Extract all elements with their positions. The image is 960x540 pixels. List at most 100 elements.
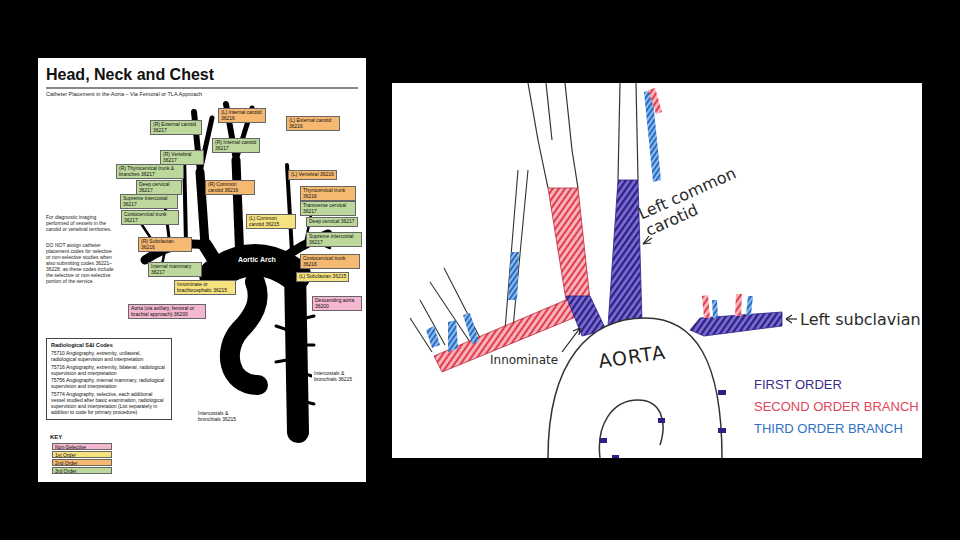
vessel-label: Deep cervical 36217 [139,182,179,193]
leader-arrow-part [562,328,580,352]
vessel-label: Costocervical trunk 36216 [303,256,357,267]
aorta-drawing-part [448,320,458,352]
code-box: Supreme intercostal 36217 [120,194,178,209]
vessel-label: (L) Common carotid 36215 [249,216,293,227]
vessel-tree-part [276,326,288,330]
chart-title: Head, Neck and Chest [46,66,214,84]
code-box: Thyrocervical trunk 36216 [300,186,356,201]
aorta-drawing-part [548,318,722,458]
code-box: (L) Vertebral 36216 [288,170,337,180]
vessel-label: Costocervical trunk 36217 [124,212,176,223]
callout-label: Left subclavian [800,311,921,329]
callout-label: Left common carotid [636,161,753,239]
vessel-label: 75774 Angiography, selective, each addit… [51,391,167,415]
aorta-drawing-part [718,428,726,433]
right-panel [392,83,922,458]
vessel-label: Intercostals & bronchials 36215 [314,371,360,382]
code-box: (R) Internal carotid 36217 [212,138,260,153]
note: For diagnostic imaging performed of vess… [46,214,116,232]
code-box: Deep cervical 36217 [136,180,182,195]
aorta-drawing-part [618,83,638,180]
vessel-tree-part [230,282,258,385]
aorta-drawing-part [426,326,440,348]
vessel-label: Descending aorta 36200 [315,298,359,309]
vessel-label: Innominate or brachiocephalic 36215 [177,282,233,293]
code-box: (R) Subclavian 36216 [138,237,192,252]
code-box: Supreme intercostal 36217 [306,232,362,247]
vessel-label: Transverse cervical 36217 [303,203,353,214]
code-table: Radiological S&I Codes75710 Angiography,… [46,338,172,420]
code-box: (R) External carotid 36217 [150,120,202,135]
vessel-tree-part [295,270,298,432]
left-panel-part [46,88,358,89]
code-box: Transverse cervical 36217 [300,201,356,216]
table-heading: Radiological S&I Codes [51,342,167,349]
code-box: Innominate or brachiocephalic 36215 [174,280,236,295]
aorta-drawing-part [434,294,588,372]
code-box: Intercostals & bronchials 36215 [312,370,362,383]
aorta-drawing-part [735,294,742,316]
vessel-label: (R) Common carotid 36216 [208,182,252,193]
vessel-label: (R) Vertebral 36217 [163,152,201,163]
legend-swatch: 3rd Order [52,467,112,474]
code-box: Costocervical trunk 36216 [300,254,360,269]
vessel-label: 75756 Angiography, internal mammary, rad… [51,377,167,389]
key-heading: KEY [50,434,62,440]
legend-text: 2nd Order [53,460,111,466]
callout-label: Innominate [490,354,558,367]
vessel-label: (R) Subclavian 36216 [141,239,189,250]
vessel-label: Deep cervical 36217 [309,219,355,225]
vessel-label: Supreme intercostal 36217 [309,234,359,245]
vessel-label: 75716 Angiography, extremity, bilateral,… [51,364,167,376]
aorta-drawing-part [608,180,642,326]
code-box: (L) Common carotid 36215 [246,214,296,229]
legend-swatch: 1st Order [52,451,112,458]
vessel-tree-part [298,316,314,320]
code-box: (R) Thyrocervical trunk & branches 36217 [116,164,184,179]
aorta-drawing-part [648,88,662,114]
left-panel-part [38,58,366,482]
aorta-drawing-part [600,438,607,443]
aorta-drawing-part [712,300,718,318]
aorta-drawing-part [548,188,590,300]
vessel-label: Supreme intercostal 36217 [123,196,175,207]
vessel-name: Aortic Arch [238,256,276,263]
vessel-tree-part [298,344,314,347]
vessel-label: (L) Subclavian 36215 [299,274,346,280]
code-box: Intercostals & bronchials 36215 [196,410,250,423]
aorta-drawing-part [508,252,519,300]
legend-text: 3rd Order [53,468,111,474]
code-box: Costocervical trunk 36217 [121,210,179,225]
note: DO NOT assign catheter placement codes f… [46,242,116,284]
aorta-drawing-part [702,295,710,318]
legend-text: Non-Selective [53,444,111,450]
vessel-label: (R) Thyrocervical trunk & branches 36217 [119,166,181,177]
vessel-label: Thyrocervical trunk 36216 [303,188,353,199]
vessel-name: AORTA [597,343,667,371]
code-box: Descending aorta 36200 [312,296,362,311]
vessel-label: Aorta (via axillary, femoral or brachial… [131,306,203,317]
code-box: (R) Common carotid 36216 [205,180,255,195]
code-box: (L) External carotid 36216 [286,116,340,131]
vessel-tree-part [184,152,186,244]
code-box: Deep cervical 36217 [306,217,358,227]
left-panel [38,58,366,482]
vessel-label: (L) Vertebral 36216 [291,172,334,178]
vessel-label: (L) Internal carotid 36216 [221,110,263,121]
vessel-label: (R) Internal carotid 36217 [215,140,257,151]
aorta-drawing-part [548,318,722,458]
vessel-tree-part [205,245,222,272]
legend-text: 1st Order [53,452,111,458]
vessel-tree-part [236,160,240,262]
vessel-label: (R) External carotid 36217 [153,122,199,133]
aorta-drawing-part [746,296,753,315]
aorta-drawing [410,83,782,458]
legend-swatch: Non-Selective [52,443,112,450]
right-panel-part [392,83,922,458]
aorta-drawing-part [528,83,578,188]
legend-text: THIRD ORDER BRANCH [754,422,903,435]
leader-arrow-part [573,328,580,335]
aorta-drawing-part [599,400,663,458]
vessel-label: (L) External carotid 36216 [289,118,337,129]
